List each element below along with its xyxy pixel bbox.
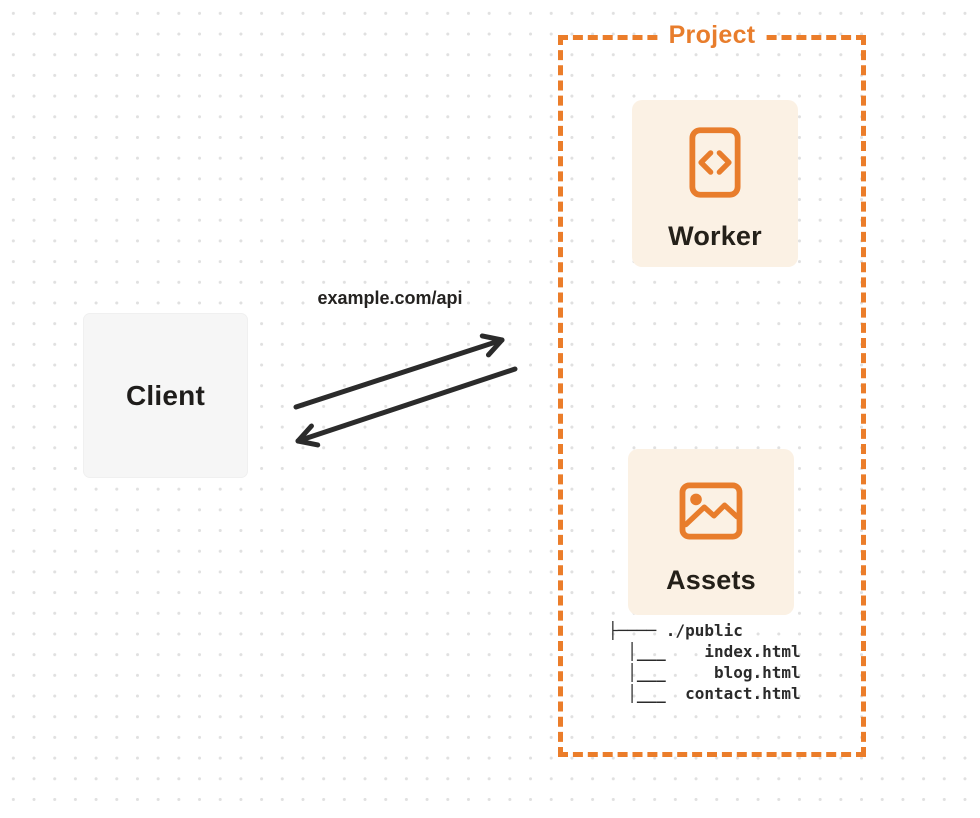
project-label-wrap: Project bbox=[563, 21, 861, 50]
code-file-icon bbox=[689, 127, 741, 198]
file-tree-line: │___ blog.html bbox=[608, 663, 801, 682]
file-tree-line: │___ contact.html bbox=[608, 684, 801, 703]
project-boundary: Project bbox=[558, 21, 866, 757]
assets-node: Assets bbox=[628, 449, 794, 615]
worker-label: Worker bbox=[668, 221, 762, 251]
assets-label: Assets bbox=[666, 565, 756, 595]
file-tree-line: │___ index.html bbox=[608, 642, 801, 661]
response-arrow bbox=[295, 366, 518, 448]
image-icon bbox=[679, 482, 743, 540]
client-node: Client bbox=[83, 313, 248, 478]
request-url-label: example.com/api bbox=[317, 288, 463, 308]
worker-node: Worker bbox=[632, 100, 798, 267]
project-label: Project bbox=[661, 21, 763, 50]
file-tree-line: ├──── ./public bbox=[608, 621, 743, 640]
file-tree: ├──── ./public │___ index.html │___ blog… bbox=[608, 620, 801, 704]
request-arrow bbox=[293, 333, 505, 410]
client-label: Client bbox=[126, 379, 205, 411]
